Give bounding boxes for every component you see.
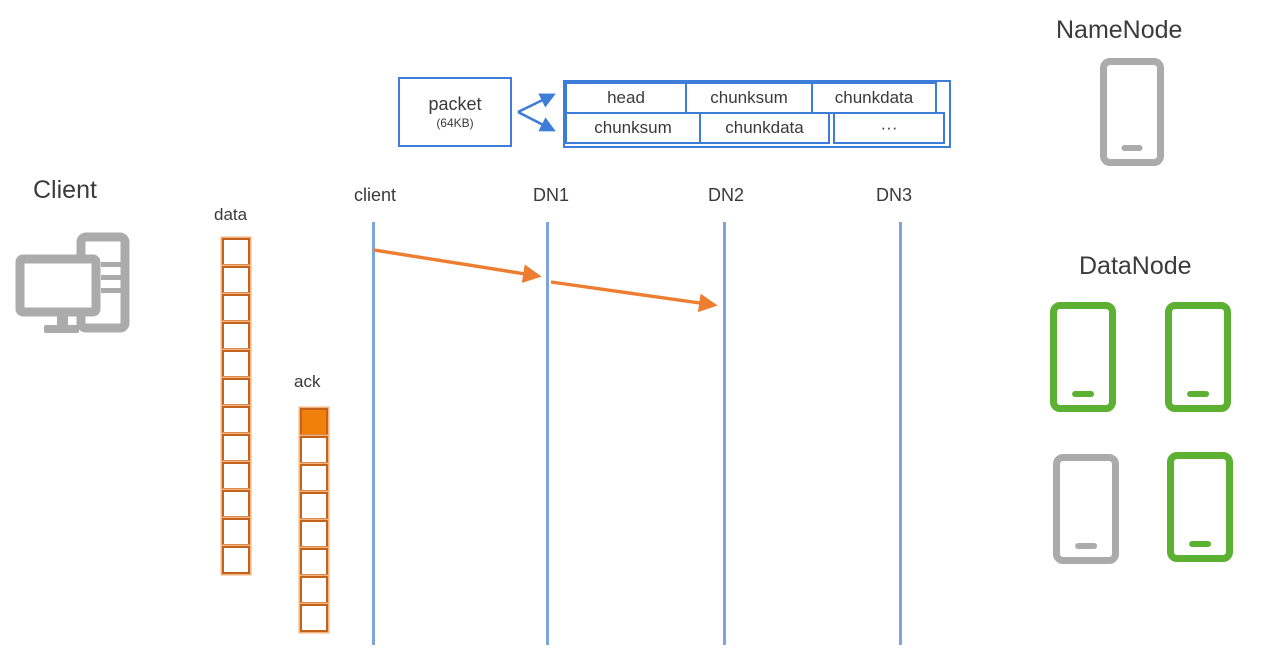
stack-cell [222, 490, 250, 518]
lifeline-dn2 [723, 222, 726, 645]
datanode-icon-4 [1167, 452, 1233, 562]
ack-stack-label: ack [294, 372, 321, 391]
packet-table-cell: chunksum [685, 82, 813, 114]
datanode-icon-3 [1053, 454, 1119, 564]
datanode-icon-2 [1165, 302, 1231, 412]
pipeline-arrows [373, 248, 718, 313]
namenode-title: NameNode [1056, 16, 1183, 44]
lifeline-dn1 [546, 222, 549, 645]
lifeline-label-dn1: DN1 [532, 185, 570, 205]
packet-label: packet [428, 94, 482, 114]
stack-cell [300, 492, 328, 520]
stack-cell [222, 434, 250, 462]
stack-cell [300, 464, 328, 492]
stack-cell [222, 518, 250, 546]
stack-cell [222, 462, 250, 490]
packet-structure-table: head chunksum chunkdata chunksum chunkda… [563, 80, 951, 148]
data-stack [222, 238, 250, 574]
stack-cell [222, 350, 250, 378]
packet-branch-arrows [517, 93, 556, 132]
stack-cell [300, 436, 328, 464]
packet-table-cell: ··· [833, 112, 945, 144]
stack-cell [222, 294, 250, 322]
lifeline-label-dn3: DN3 [875, 185, 913, 205]
packet-table-row-2: chunksum chunkdata ··· [565, 112, 949, 144]
lifeline-dn3 [899, 222, 902, 645]
stack-cell [222, 406, 250, 434]
packet-table-row-1: head chunksum chunkdata [565, 82, 949, 114]
packet-box: packet (64KB) [398, 77, 512, 147]
client-title: Client [33, 176, 97, 204]
lifeline-label-dn2: DN2 [707, 185, 745, 205]
packet-table-cell: head [565, 82, 687, 114]
stack-cell [300, 548, 328, 576]
stack-cell [300, 520, 328, 548]
stack-cell [222, 378, 250, 406]
ack-stack [300, 408, 328, 632]
stack-cell [222, 322, 250, 350]
datanode-title: DataNode [1079, 252, 1192, 280]
data-stack-label: data [214, 205, 248, 224]
packet-table-cell: chunksum [565, 112, 701, 144]
lifeline-client [372, 222, 375, 645]
stack-cell [300, 576, 328, 604]
packet-table-cell: chunkdata [699, 112, 830, 144]
stack-cell [300, 604, 328, 632]
stack-cell [222, 238, 250, 266]
packet-size-label: (64KB) [436, 116, 474, 130]
lifeline-label-client: client [353, 185, 397, 205]
device-dash [1189, 541, 1211, 547]
device-dash [1187, 391, 1209, 397]
namenode-icon [1100, 58, 1164, 166]
stack-cell [222, 546, 250, 574]
stack-cell [300, 408, 328, 436]
device-dash [1072, 391, 1094, 397]
stack-cell [222, 266, 250, 294]
client-computer-icon [15, 232, 130, 333]
device-dash [1075, 543, 1097, 549]
datanode-icon-1 [1050, 302, 1116, 412]
device-dash [1121, 145, 1143, 151]
packet-table-cell: chunkdata [811, 82, 937, 114]
